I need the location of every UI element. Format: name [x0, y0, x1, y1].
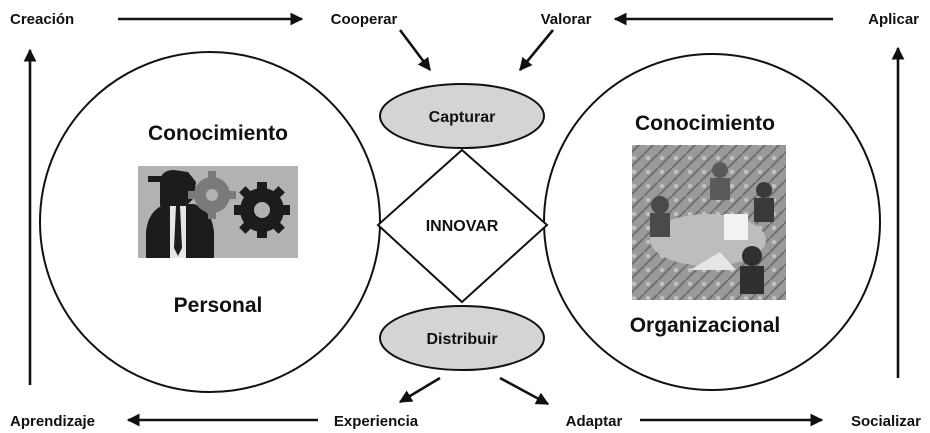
- arrow-distribuir-to-experiencia: [398, 376, 441, 404]
- person-with-gears-icon: [138, 166, 298, 258]
- left-circle-title: Conocimiento: [148, 122, 288, 145]
- distribuir-label: Distribuir: [426, 331, 497, 348]
- left-circle-subtitle: Personal: [174, 294, 263, 317]
- label-creacion: Creación: [10, 11, 74, 28]
- team-meeting-photo-icon: [632, 145, 786, 300]
- capturar-ellipse: [379, 83, 545, 149]
- label-adaptar: Adaptar: [566, 413, 623, 430]
- left-circle-group: Conocimiento Personal: [39, 51, 381, 393]
- right-circle-group: Conocimiento Organizacional: [543, 53, 881, 391]
- arrow-distribuir-to-adaptar: [499, 376, 550, 406]
- label-cooperar: Cooperar: [331, 11, 398, 28]
- capturar-label: Capturar: [429, 109, 496, 126]
- right-circle-title: Conocimiento: [635, 112, 775, 135]
- label-valorar: Valorar: [541, 11, 592, 28]
- label-experiencia: Experiencia: [334, 413, 419, 430]
- label-aplicar: Aplicar: [868, 11, 919, 28]
- center-group: INNOVAR Capturar Distribuir: [376, 83, 549, 371]
- outer-cycle-arrows: [23, 12, 905, 427]
- innovar-label: INNOVAR: [426, 218, 499, 235]
- innovar-diamond: [376, 148, 549, 304]
- label-socializar: Socializar: [851, 413, 921, 430]
- arrow-cooperar-to-capturar: [398, 29, 432, 72]
- right-circle-subtitle: Organizacional: [630, 314, 781, 337]
- label-aprendizaje: Aprendizaje: [10, 413, 95, 430]
- arrow-valorar-to-capturar: [518, 29, 555, 72]
- distribuir-ellipse: [379, 305, 545, 371]
